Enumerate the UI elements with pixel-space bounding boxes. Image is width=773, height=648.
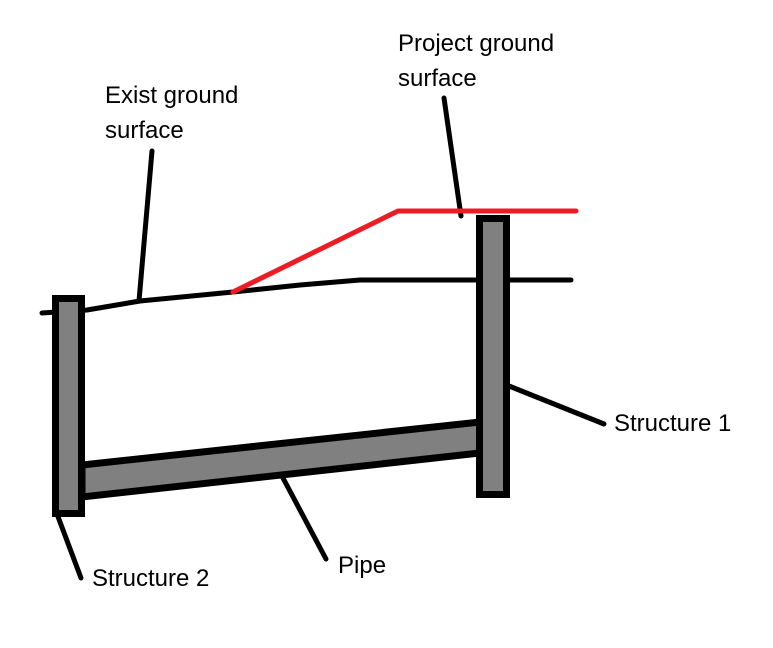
structure-1-shape: [476, 215, 510, 498]
structure-2-label: Structure 2: [92, 565, 210, 592]
structure-1-leader-line: [506, 383, 607, 427]
pipe-shape: [78, 418, 484, 501]
structure-2-shape: [52, 295, 85, 517]
pipe-label: Pipe: [338, 552, 387, 579]
exist-ground-leader-line: [136, 148, 155, 304]
project-ground-surface-label: Project ground surface: [398, 30, 555, 92]
exist-ground-surface-label: Exist ground surface: [105, 82, 239, 144]
project-ground-surface-line: [230, 208, 579, 295]
pipe-leader-line: [280, 475, 329, 562]
structure-1-label: Structure 1: [614, 410, 732, 437]
project-ground-leader-line: [441, 95, 464, 219]
structure-2-leader-line: [54, 511, 84, 581]
